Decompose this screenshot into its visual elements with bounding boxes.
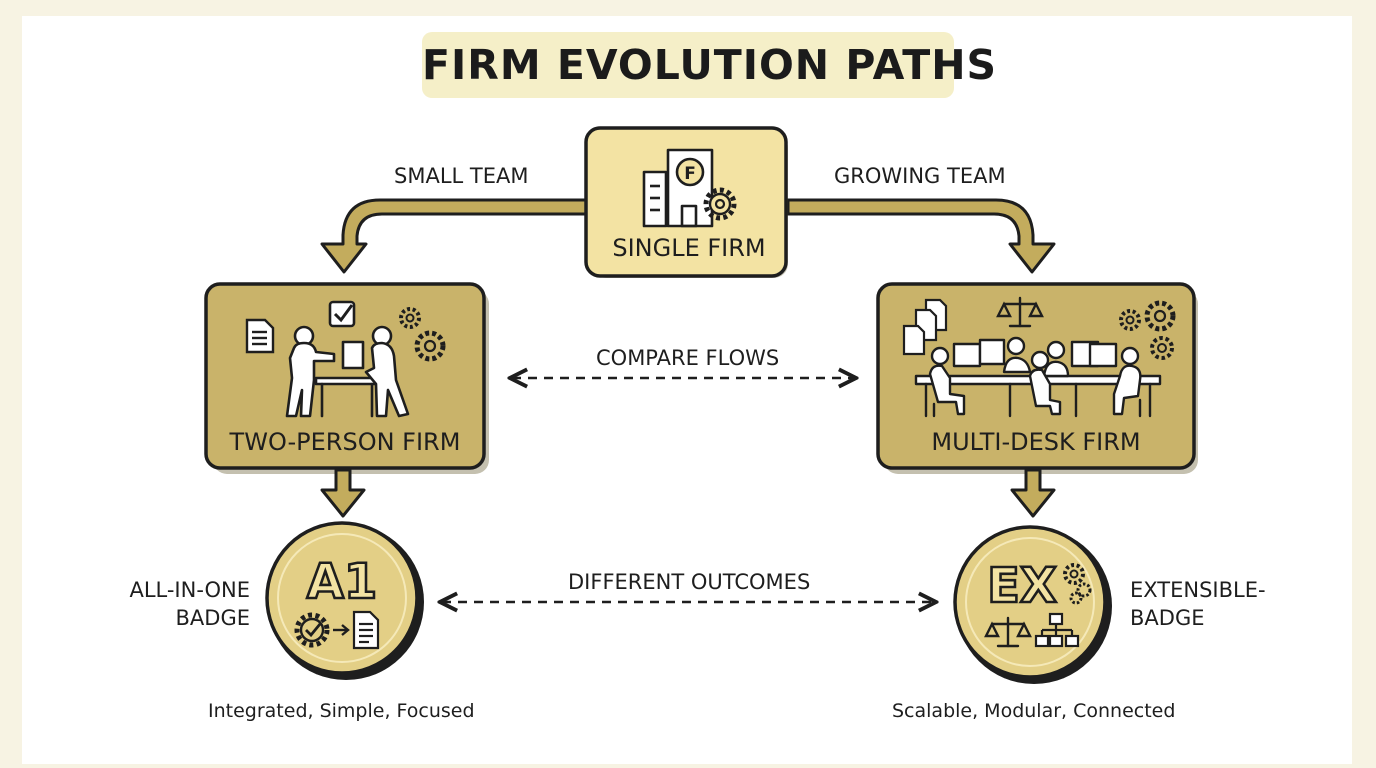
multi-desk-firm-label: MULTI-DESK FIRM: [931, 428, 1141, 456]
different-outcomes-label: DIFFERENT OUTCOMES: [568, 570, 811, 594]
compare-flows-label: COMPARE FLOWS: [596, 346, 780, 370]
gears-icon: [1063, 563, 1092, 605]
small-team-label: SMALL TEAM: [394, 164, 529, 188]
gears-icon: [399, 307, 446, 362]
scales-of-justice-icon: [984, 616, 1032, 648]
documents-icon: [902, 298, 948, 356]
all-in-one-caption: Integrated, Simple, Focused: [208, 700, 475, 722]
all-in-one-badge-label-line2: BADGE: [175, 606, 250, 630]
gear-check-icon: [294, 612, 330, 648]
arrow-right-icon: [333, 624, 350, 636]
single-firm-label: SINGLE FIRM: [612, 234, 766, 262]
extensible-badge-label: EXTENSIBLE- BADGE: [1130, 576, 1290, 632]
all-in-one-badge-label: ALL-IN-ONE BADGE: [100, 576, 250, 632]
single-firm-logo-letter: F: [684, 164, 696, 184]
gears-icon: [1119, 300, 1176, 360]
title-background: [422, 32, 954, 98]
growing-team-label: GROWING TEAM: [834, 164, 1006, 188]
arrow-down-two-person: [320, 468, 366, 518]
gear-icon: [703, 187, 737, 221]
arrow-small-team: [320, 198, 590, 274]
all-in-one-badge-mark: A1: [307, 554, 378, 610]
office-team-icon: [914, 336, 1162, 418]
arrow-growing-team: [786, 198, 1056, 274]
extensible-badge-label-line1: EXTENSIBLE-: [1130, 578, 1266, 602]
all-in-one-badge-label-line1: ALL-IN-ONE: [129, 578, 250, 602]
extensible-badge-mark: EX: [987, 558, 1057, 614]
page-title: FIRM EVOLUTION PATHS: [422, 41, 998, 89]
building-icon: [642, 148, 714, 228]
arrow-down-multi-desk: [1010, 468, 1056, 518]
extensible-badge-label-line2: BADGE: [1130, 606, 1205, 630]
two-people-desk-icon: [285, 325, 410, 418]
hierarchy-icon: [1034, 612, 1080, 648]
extensible-caption: Scalable, Modular, Connected: [892, 700, 1176, 722]
two-person-firm-label: TWO-PERSON FIRM: [229, 428, 461, 456]
checkbox-icon: [328, 300, 356, 328]
document-icon: [245, 318, 275, 354]
scales-of-justice-icon: [996, 296, 1044, 328]
document-icon: [352, 610, 380, 650]
